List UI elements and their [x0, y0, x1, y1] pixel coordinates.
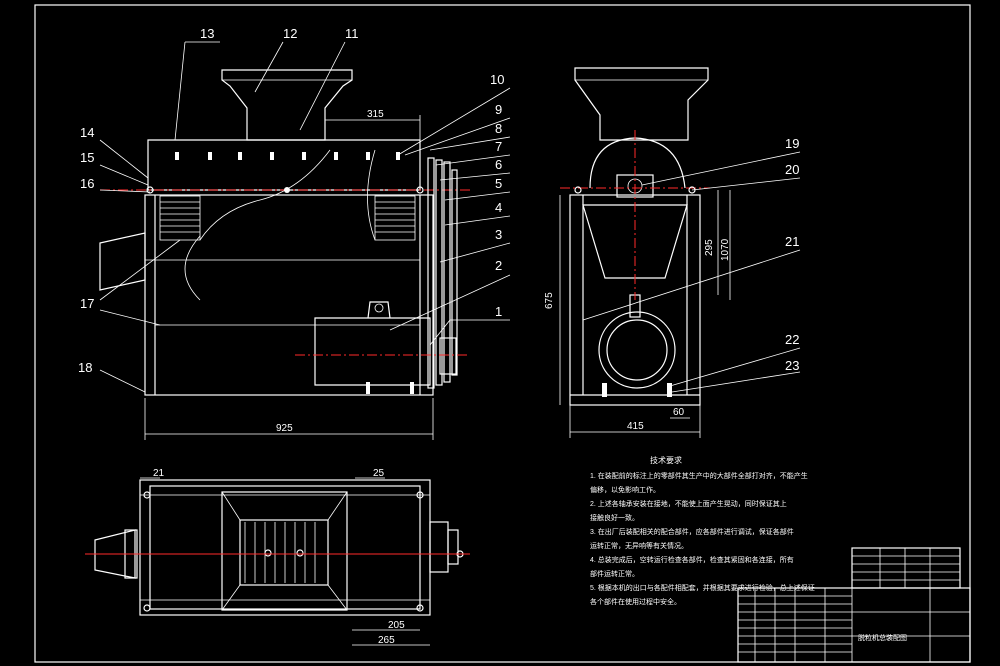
title-block: 脱粒机总装配图 [737, 547, 971, 663]
label-8: 8 [495, 121, 502, 136]
label-6: 6 [495, 157, 502, 172]
dim-plan-left: 21 [153, 468, 165, 479]
side-chute [99, 232, 146, 291]
note-line-2: 偏移，以免影响工作。 [590, 485, 660, 494]
side-hopper [574, 67, 709, 141]
dim-side-inner: 295 [704, 239, 715, 256]
label-10: 10 [490, 72, 504, 87]
title-block-name: 脱粒机总装配图 [858, 633, 907, 642]
plan-grate [244, 522, 316, 583]
pulley-stack [427, 157, 458, 389]
label-17: 17 [80, 296, 94, 311]
dim-side-total: 1070 [720, 238, 731, 261]
top-bolts [175, 152, 400, 160]
note-line-1: 1. 在装配前的标注上的零部件其生产中的大部件全部打对齐，不能产生 [590, 471, 808, 480]
label-12: 12 [283, 26, 297, 41]
note-line-4: 接触良好一致。 [590, 513, 639, 522]
note-line-6: 运转正常，无异响等有关情况。 [590, 541, 688, 550]
note-line-9: 5. 根据本机的出口与各配件相配套，并根据其要求进行检验，总上述保证 [590, 583, 815, 592]
side-dimensions: 675 295 1070 415 60 [544, 190, 731, 438]
label-4: 4 [495, 200, 502, 215]
right-grate [374, 195, 416, 241]
front-part-labels: 1 2 3 4 5 6 7 8 9 10 11 12 13 14 15 16 1… [78, 26, 511, 393]
label-19: 19 [785, 136, 799, 151]
label-22: 22 [785, 332, 799, 347]
label-5: 5 [495, 176, 502, 191]
dim-plan-top: 25 [373, 468, 385, 479]
body-frame [144, 194, 434, 396]
notes-title: 技术要求 [650, 455, 682, 465]
dim-plan-a: 205 [388, 620, 405, 631]
plan-dimensions: 21 25 205 265 [140, 468, 430, 646]
label-1: 1 [495, 304, 502, 319]
label-18: 18 [78, 360, 92, 375]
motor [295, 301, 470, 386]
dim-plan-b: 265 [378, 635, 395, 646]
dim-front-width: 925 [276, 423, 293, 434]
side-motor [598, 311, 676, 389]
label-23: 23 [785, 358, 799, 373]
dim-side-foot: 60 [673, 407, 685, 418]
label-11: 11 [345, 26, 359, 41]
note-line-7: 4. 总装完成后，空转运行检查各部件，检查其紧固和各连接，所有 [590, 555, 794, 564]
label-7: 7 [495, 139, 502, 154]
label-21: 21 [785, 234, 799, 249]
label-15: 15 [80, 150, 94, 165]
top-cover [147, 139, 421, 191]
dim-side-height: 675 [544, 292, 555, 309]
left-grate [159, 195, 201, 241]
label-16: 16 [80, 176, 94, 191]
side-part-labels: 19 20 21 22 23 [582, 136, 801, 393]
front-view: 925 315 [99, 69, 470, 440]
label-2: 2 [495, 258, 502, 273]
note-line-5: 3. 在出厂后装配相关的配合部件，应各部件进行调试，保证各部件 [590, 527, 794, 536]
note-line-3: 2. 上述各轴承安装在接地，不能使上面产生晃动，同时保证其上 [590, 499, 787, 508]
dim-front-top: 315 [367, 109, 384, 120]
side-view: 675 295 1070 415 60 [544, 67, 731, 438]
hopper [221, 69, 353, 141]
dim-side-width: 415 [627, 421, 644, 432]
drawing-frame [34, 4, 971, 663]
label-14: 14 [80, 125, 94, 140]
label-20: 20 [785, 162, 799, 177]
plan-view: 21 25 205 265 [85, 468, 470, 646]
note-line-8: 部件运转正常。 [590, 569, 639, 578]
technical-notes: 技术要求 1. 在装配前的标注上的零部件其生产中的大部件全部打对齐，不能产生 偏… [590, 455, 815, 606]
label-13: 13 [200, 26, 214, 41]
note-line-10: 各个部件在使用过程中安全。 [590, 597, 681, 606]
side-frame [569, 194, 701, 406]
label-3: 3 [495, 227, 502, 242]
front-dimensions: 925 315 [144, 109, 434, 440]
label-9: 9 [495, 102, 502, 117]
